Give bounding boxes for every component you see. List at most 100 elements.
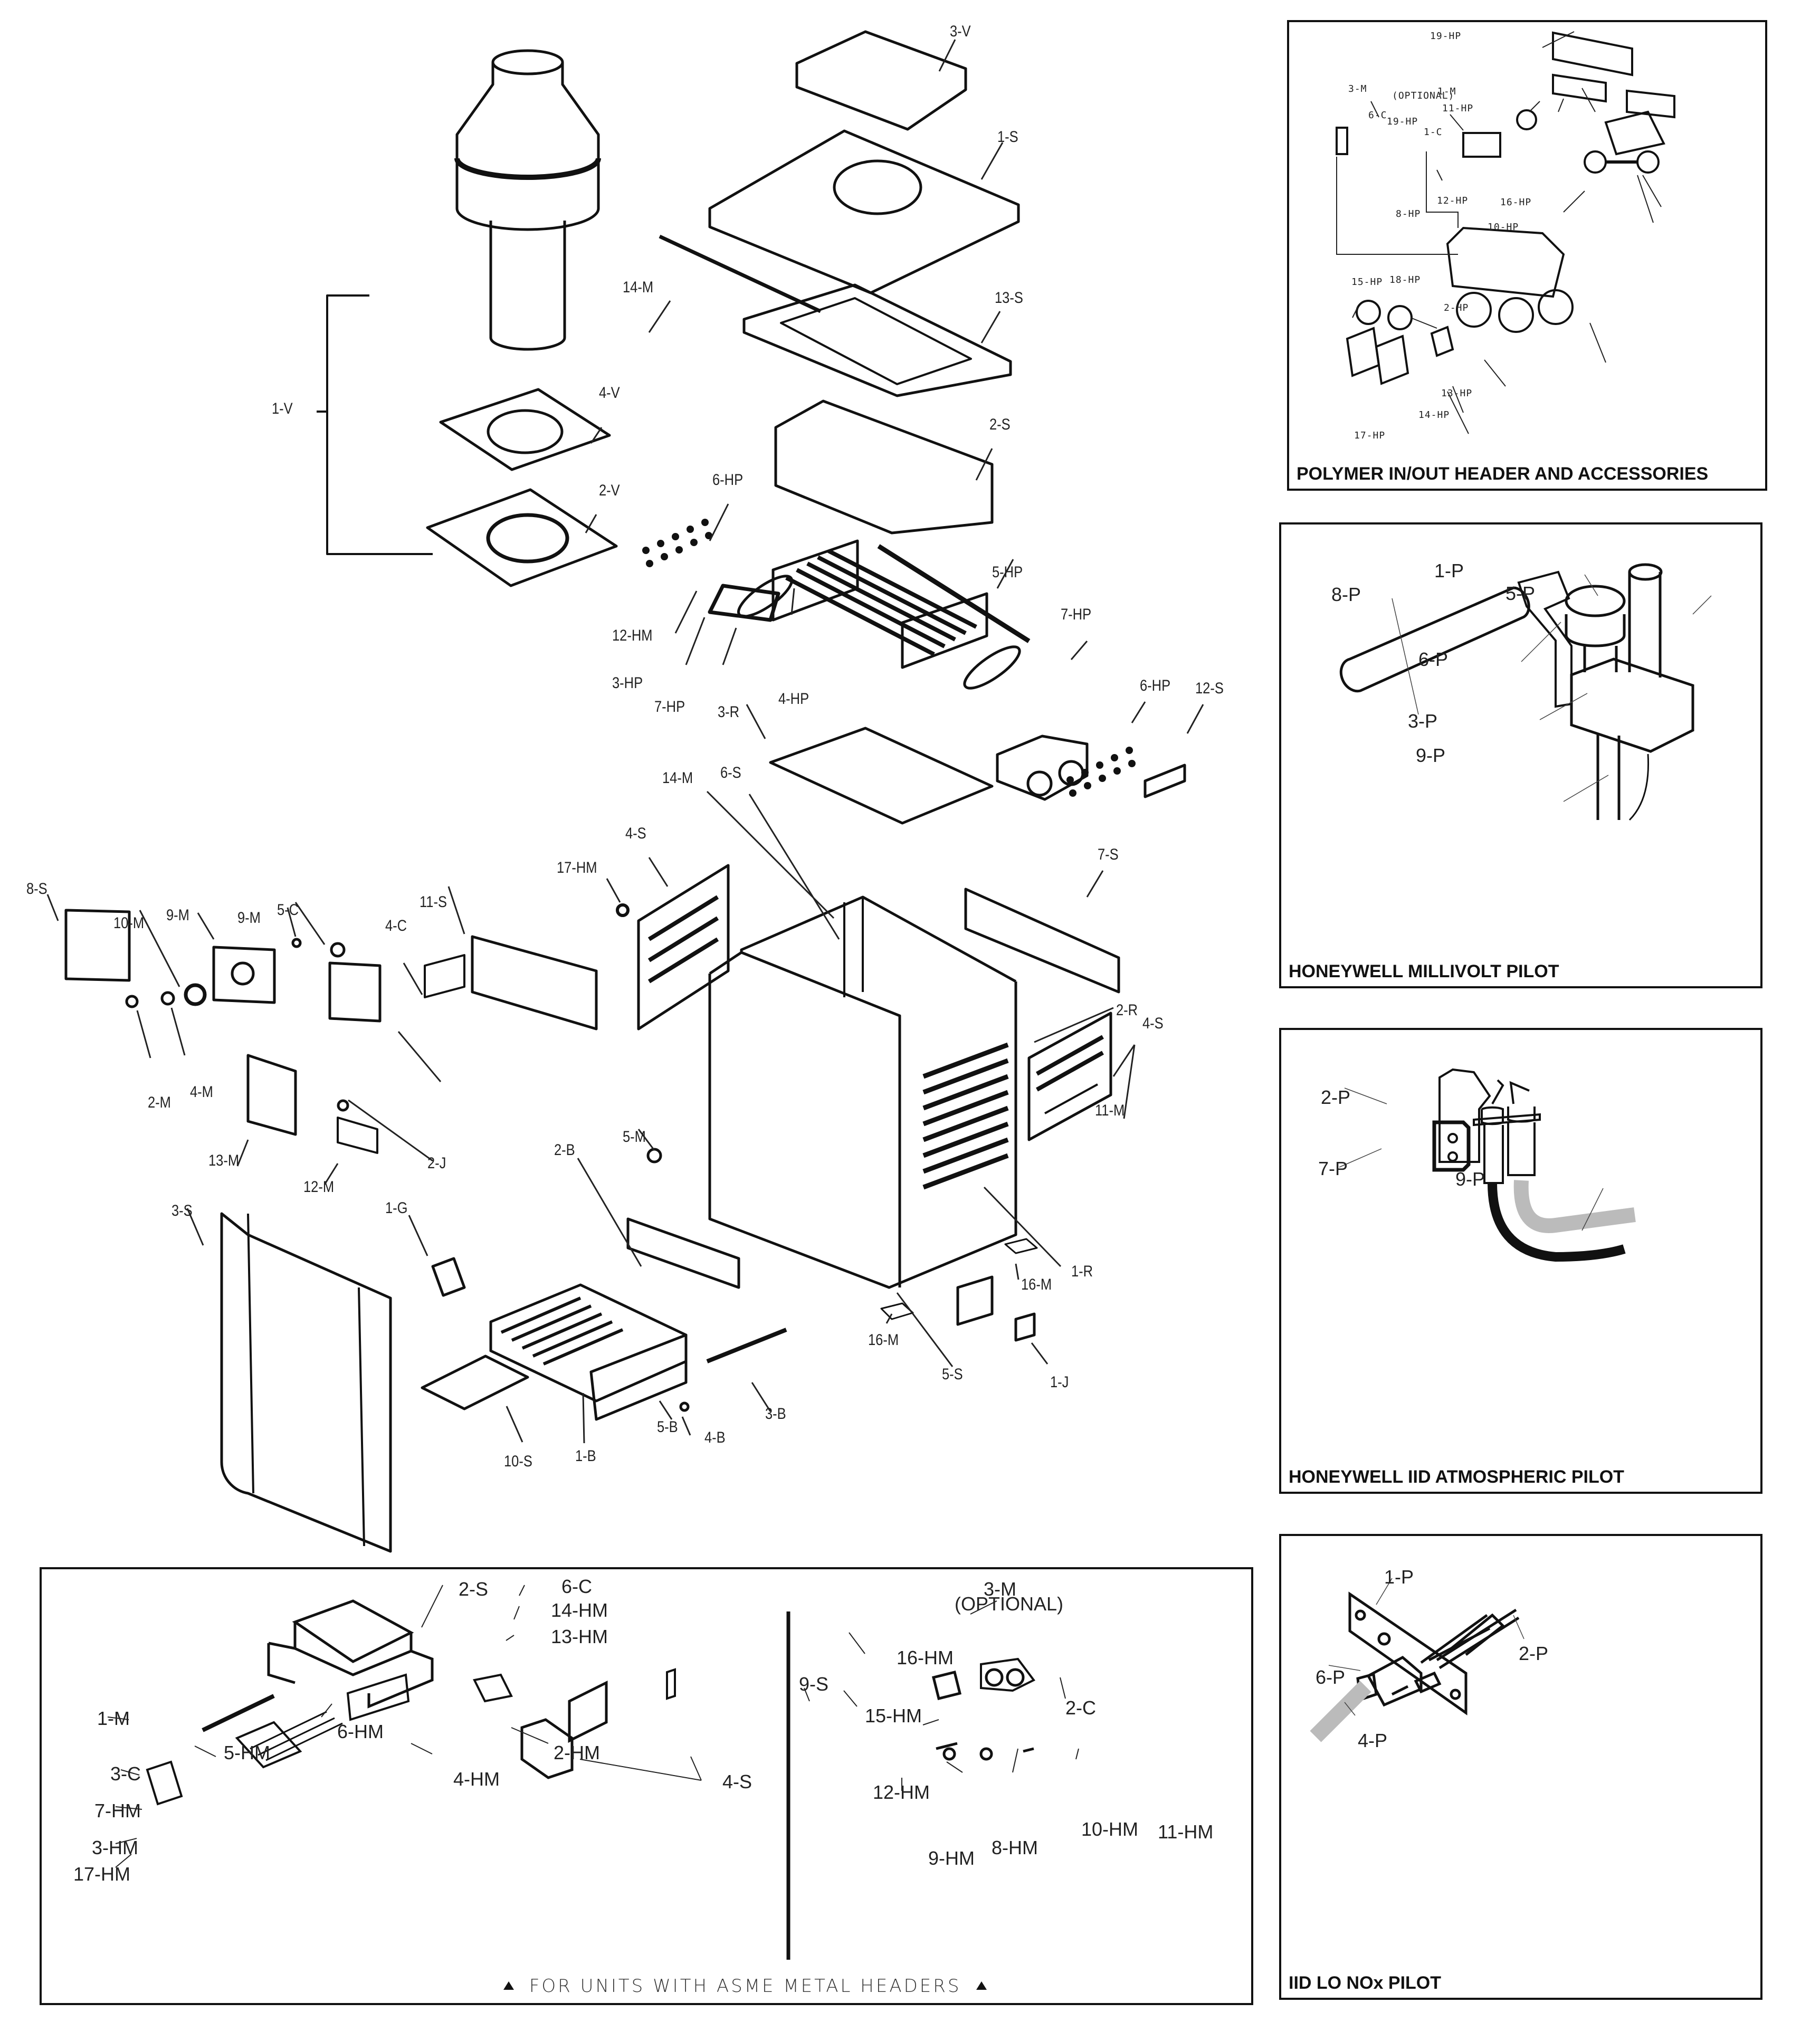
plate-16m-b-drawing	[1004, 1238, 1038, 1254]
part-callout-1-p: 1-P	[1434, 560, 1464, 581]
cabinet-drawing	[708, 895, 1017, 1289]
part-callout-7-s: 7-S	[1098, 846, 1119, 863]
millivolt-panel-title: HONEYWELL MILLIVOLT PILOT	[1289, 961, 1559, 981]
part-callout-17-hp: 17-HP	[1354, 430, 1386, 441]
part-callout-4-m: 4-M	[190, 1083, 213, 1101]
part-callout-1-r: 1-R	[1071, 1263, 1093, 1280]
part-callout-4-p: 4-P	[1358, 1730, 1388, 1751]
box-5s-drawing	[956, 1275, 994, 1326]
part-callout-1-m: 1-M	[97, 1708, 130, 1729]
knob-2m-drawing	[125, 995, 139, 1008]
polymer-panel-title: POLYMER IN/OUT HEADER AND ACCESSORIES	[1297, 464, 1709, 484]
panel-8s-drawing	[64, 909, 131, 982]
plate-4v-drawing	[439, 388, 611, 471]
part-callout-2-s: 2-S	[989, 416, 1011, 433]
part-callout-4-hm: 4-HM	[453, 1768, 500, 1790]
part-callout-17-hm: 17-HM	[557, 859, 597, 876]
part-callout-2-p: 2-P	[1321, 1086, 1351, 1108]
part-callout-14-hp: 14-HP	[1418, 409, 1450, 421]
up-arrow-icon	[503, 1981, 514, 1990]
part-callout-3-p: 3-P	[1408, 710, 1438, 732]
part-callout-17-hm: 17-HM	[73, 1863, 131, 1885]
part-callout-2-b: 2-B	[554, 1141, 575, 1159]
baffle-5hp-drawing	[877, 544, 1031, 643]
part-callout-8-hp: 8-HP	[1396, 208, 1421, 220]
part-callout-3-v: 3-V	[950, 23, 971, 40]
part-callout-11-s: 11-S	[420, 893, 447, 911]
part-callout-1-s: 1-S	[997, 128, 1018, 146]
part-callout-8-hm: 8-HM	[992, 1837, 1038, 1858]
part-callout-2-v: 2-V	[599, 482, 620, 499]
iid-lo-nox-panel-title: IID LO NOx PILOT	[1289, 1973, 1442, 1993]
part-callout-3-m: 3-M	[1348, 83, 1367, 94]
cover-3v-drawing	[795, 30, 967, 131]
orifice-4b-drawing	[679, 1401, 690, 1412]
part-callout-5-b: 5-B	[657, 1418, 678, 1436]
part-callout-2-hp: 2-HP	[1444, 302, 1469, 313]
iid-atmospheric-pilot-panel: 2-P 7-P 9-P HONEYWELL IID ATMOSPHERIC PILO…	[1279, 1028, 1762, 1494]
part-callout-12-s: 12-S	[1195, 680, 1224, 697]
part-callout-13-hp: 13-HP	[1441, 388, 1473, 399]
part-callout-3-r: 3-R	[718, 703, 740, 721]
part-callout-5-s: 5-S	[942, 1366, 963, 1383]
panel-4s-right-drawing	[1027, 1012, 1112, 1141]
plate-16m-a-drawing	[880, 1302, 914, 1320]
asme-footnote: FOR UNITS WITH ASME METAL HEADERS	[503, 1976, 987, 1997]
part-callout-10-s: 10-S	[504, 1453, 532, 1470]
iid-atmospheric-panel-title: HONEYWELL IID ATMOSPHERIC PILOT	[1289, 1467, 1624, 1487]
part-callout-7-hp: 7-HP	[654, 698, 685, 716]
part-callout-4-s: 4-S	[1142, 1015, 1164, 1032]
nuts-6hp	[642, 519, 1136, 797]
part-callout-4-s: 4-S	[722, 1771, 752, 1792]
part-callout-1-b: 1-B	[575, 1447, 596, 1465]
part-callout-optional: (OPTIONAL)	[1392, 90, 1455, 101]
part-callout-optional: (OPTIONAL)	[955, 1593, 1064, 1615]
part-callout-8-p: 8-P	[1331, 584, 1361, 605]
part-callout-3-s: 3-S	[171, 1202, 193, 1219]
1-V-bracket	[317, 294, 433, 555]
part-callout-7-p: 7-P	[1318, 1158, 1348, 1179]
panel-4s-left-drawing	[637, 864, 730, 1031]
part-callout-19-hp: 19-HP	[1430, 31, 1462, 42]
part-callout-1-m: 1-M	[1437, 86, 1456, 97]
top-1s-drawing	[708, 129, 1020, 294]
part-callout-5-c: 5-C	[277, 901, 299, 919]
part-callout-14-hm: 14-HM	[551, 1599, 608, 1621]
part-callout-10-m: 10-M	[113, 914, 145, 932]
header-3hp-drawing	[708, 584, 780, 622]
up-arrow-icon	[976, 1981, 987, 1990]
part-callout-13-m: 13-M	[208, 1152, 240, 1169]
part-callout-9-p: 9-P	[1416, 745, 1446, 766]
frame-13s-drawing	[742, 283, 1012, 397]
part-callout-4-v: 4-V	[599, 384, 620, 402]
part-callout-2-r: 2-R	[1116, 1002, 1138, 1019]
bar-3b-drawing	[706, 1328, 787, 1363]
part-callout-16-hm: 16-HM	[897, 1647, 954, 1668]
manifold-2b-drawing	[626, 1217, 740, 1289]
part-callout-4-c: 4-C	[385, 917, 407, 934]
heat-exchanger-4hp-drawing	[771, 539, 988, 669]
box-2s-drawing	[774, 399, 994, 535]
part-callout-5-p: 5-P	[1505, 583, 1536, 604]
part-callout-6-hp: 6-HP	[1140, 677, 1171, 694]
part-callout-12-hm: 12-HM	[612, 627, 653, 644]
vent-cap-drawing	[454, 49, 601, 351]
part-callout-10-hp: 10-HP	[1488, 222, 1519, 233]
part-callout-4-hp: 4-HP	[778, 690, 809, 708]
polymer-header-illustration	[1336, 31, 1675, 434]
part-callout-2-m: 2-M	[148, 1094, 171, 1111]
asme-header-illustration	[107, 1585, 1079, 1960]
asme-footnote-text: FOR UNITS WITH ASME METAL HEADERS	[529, 1976, 961, 1997]
part-callout-6-p: 6-P	[1316, 1666, 1346, 1688]
part-callout-3-c: 3-C	[110, 1763, 141, 1785]
part-callout-6-s: 6-S	[720, 764, 741, 781]
part-callout-2-j: 2-J	[427, 1155, 446, 1172]
part-callout-3-hm: 3-HM	[92, 1837, 138, 1858]
part-callout-9-p: 9-P	[1455, 1168, 1485, 1190]
part-callout-3-m: 3-M	[984, 1578, 1016, 1600]
part-callout-12-hm: 12-HM	[873, 1781, 930, 1803]
